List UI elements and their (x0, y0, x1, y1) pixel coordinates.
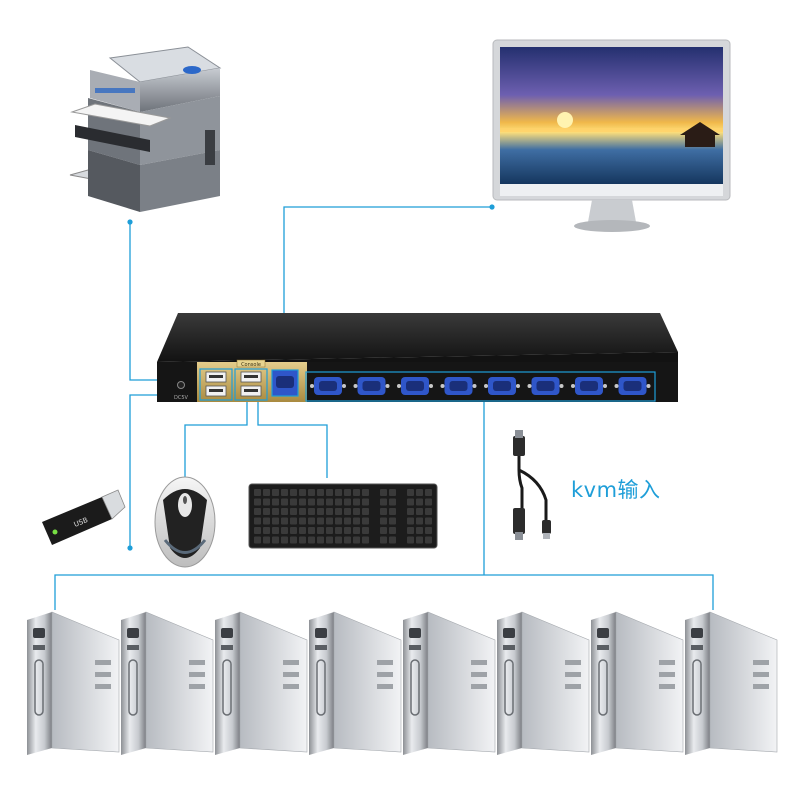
computer-tower-icon (403, 611, 496, 755)
vga-ports (310, 377, 651, 395)
vga-port (571, 377, 607, 395)
computer-tower-icon (685, 611, 778, 755)
computer-tower-icon (591, 611, 684, 755)
computer-tower-icon (309, 611, 402, 755)
vga-port (614, 377, 651, 395)
vga-port (397, 377, 433, 395)
connection-dot (489, 204, 495, 210)
vga-port (527, 377, 564, 395)
usb-stick-icon: USB (42, 489, 126, 545)
usb-group-frame (199, 368, 233, 401)
mouse-link (184, 400, 248, 478)
console-tag: Console (241, 362, 261, 368)
vga-port (353, 377, 390, 395)
connection-dots (127, 204, 495, 551)
usb-group-frame (234, 368, 268, 401)
vga-port (310, 377, 346, 395)
power-jack (177, 381, 185, 389)
usb-port (240, 371, 262, 383)
mouse-icon (154, 476, 216, 568)
usb-port (205, 385, 227, 397)
usb-ports (199, 368, 268, 401)
printer-icon (69, 46, 222, 212)
computer-tower-icon (215, 611, 308, 755)
keyboard-link (257, 400, 328, 478)
monitor-screen (500, 47, 723, 184)
monitor-icon (492, 39, 731, 232)
connection-dot (127, 545, 133, 551)
vga-port (484, 377, 520, 395)
kvm-switch: Console DC5V (157, 313, 678, 402)
computer-tower-icon (497, 611, 590, 755)
computers-bus-link (54, 574, 714, 610)
computer-tower-icon (121, 611, 214, 755)
vga-port (440, 377, 477, 395)
computer-tower-icon (27, 611, 120, 755)
computer-row (27, 611, 778, 755)
power-label: DC5V (174, 395, 189, 401)
connection-lines (54, 206, 714, 610)
keyboard-icon (248, 483, 438, 549)
connection-dot (127, 219, 133, 225)
vga-port-group (305, 371, 656, 402)
usb-port (205, 371, 227, 383)
kvm-cable-icon (513, 430, 551, 540)
kvm-input-label: kvm输入 (571, 478, 661, 502)
usb-port (240, 385, 262, 397)
